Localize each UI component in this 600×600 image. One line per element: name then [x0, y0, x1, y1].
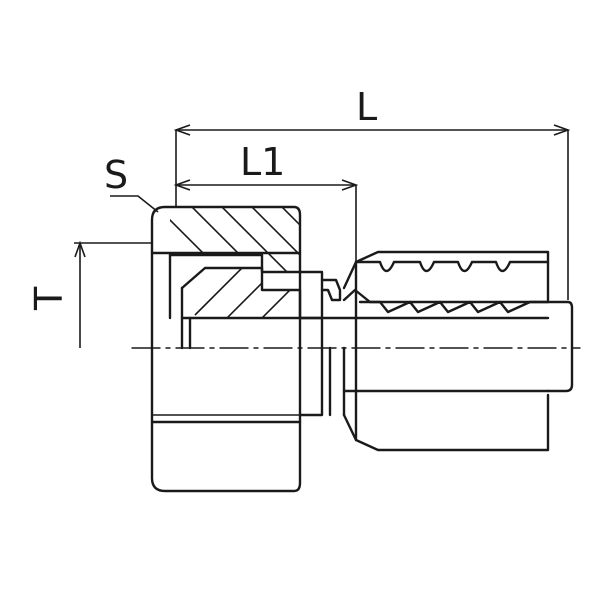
nut-section-hatch — [170, 207, 300, 272]
nipple-section-hatch — [182, 268, 300, 318]
nipple-hex-body — [298, 316, 324, 417]
hex-nut-outline — [150, 205, 302, 493]
dim-L1-arrow-right — [341, 179, 359, 191]
dim-S-leader — [110, 195, 159, 213]
dim-T-arrow — [74, 240, 86, 258]
ferrule-teeth — [354, 260, 550, 273]
dim-L-arrow-left — [173, 124, 191, 136]
dimension-labels: L L1 S T — [27, 85, 377, 311]
dim-L-arrow-right — [553, 124, 571, 136]
insert-tail — [546, 300, 574, 393]
ferrule-outline — [342, 250, 550, 452]
nipple-collar-top — [298, 270, 342, 302]
dim-L1-arrow-left — [173, 179, 191, 191]
insert-serrations — [358, 300, 550, 314]
ferrule-inner-wall — [342, 288, 550, 304]
nut-bore-profile — [168, 253, 302, 274]
nipple-cone-profile — [180, 266, 302, 320]
dimension-lines — [74, 124, 571, 348]
label-L: L — [356, 85, 377, 129]
label-L1: L1 — [240, 140, 285, 184]
fitting-outline — [131, 205, 581, 493]
label-S: S — [104, 153, 128, 197]
label-T: T — [27, 286, 71, 311]
